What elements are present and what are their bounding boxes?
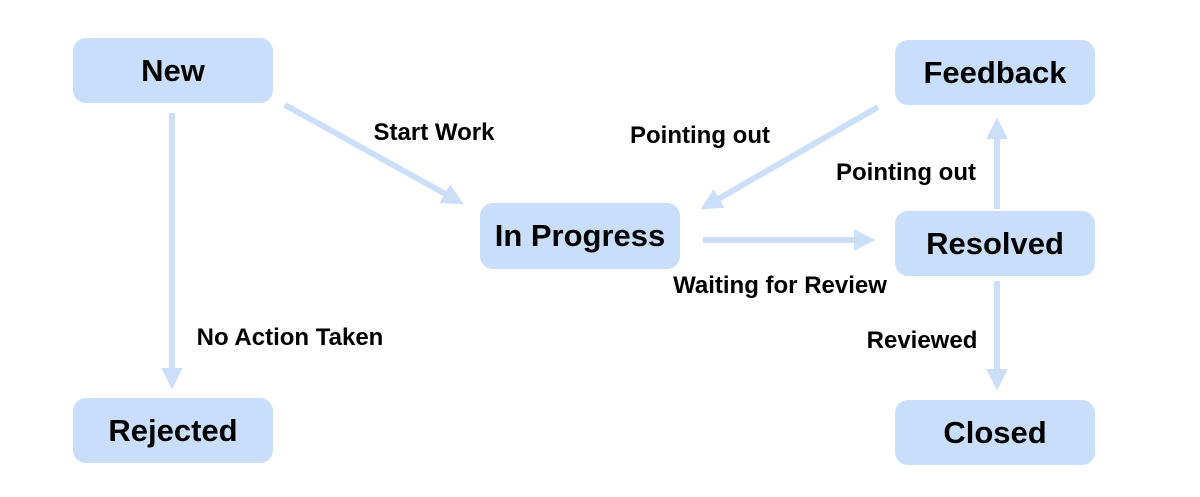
node-new-label: New	[141, 52, 205, 88]
node-closed: Closed	[895, 400, 1095, 465]
node-closed-label: Closed	[943, 414, 1047, 450]
edge-label-start-work: Start Work	[373, 119, 495, 146]
arrow-feedback-to-in-progress	[700, 104, 880, 210]
node-feedback: Feedback	[895, 40, 1095, 105]
arrow-new-to-in-progress	[283, 102, 464, 205]
node-in-progress: In Progress	[480, 203, 680, 269]
node-resolved-label: Resolved	[926, 225, 1064, 261]
edge-label-waiting-for-review: Waiting for Review	[673, 272, 887, 299]
node-resolved: Resolved	[895, 211, 1095, 276]
node-rejected-label: Rejected	[108, 412, 238, 448]
edge-label-pointing-out-feedback-to-in-progress: Pointing out	[630, 122, 770, 149]
node-rejected: Rejected	[73, 398, 273, 463]
node-feedback-label: Feedback	[923, 54, 1067, 90]
edge-label-reviewed: Reviewed	[866, 327, 978, 354]
node-in-progress-label: In Progress	[494, 218, 666, 253]
node-new: New	[73, 38, 273, 103]
edge-label-no-action-taken: No Action Taken	[196, 324, 384, 351]
edge-label-pointing-out-resolved-to-feedback: Pointing out	[836, 159, 976, 186]
